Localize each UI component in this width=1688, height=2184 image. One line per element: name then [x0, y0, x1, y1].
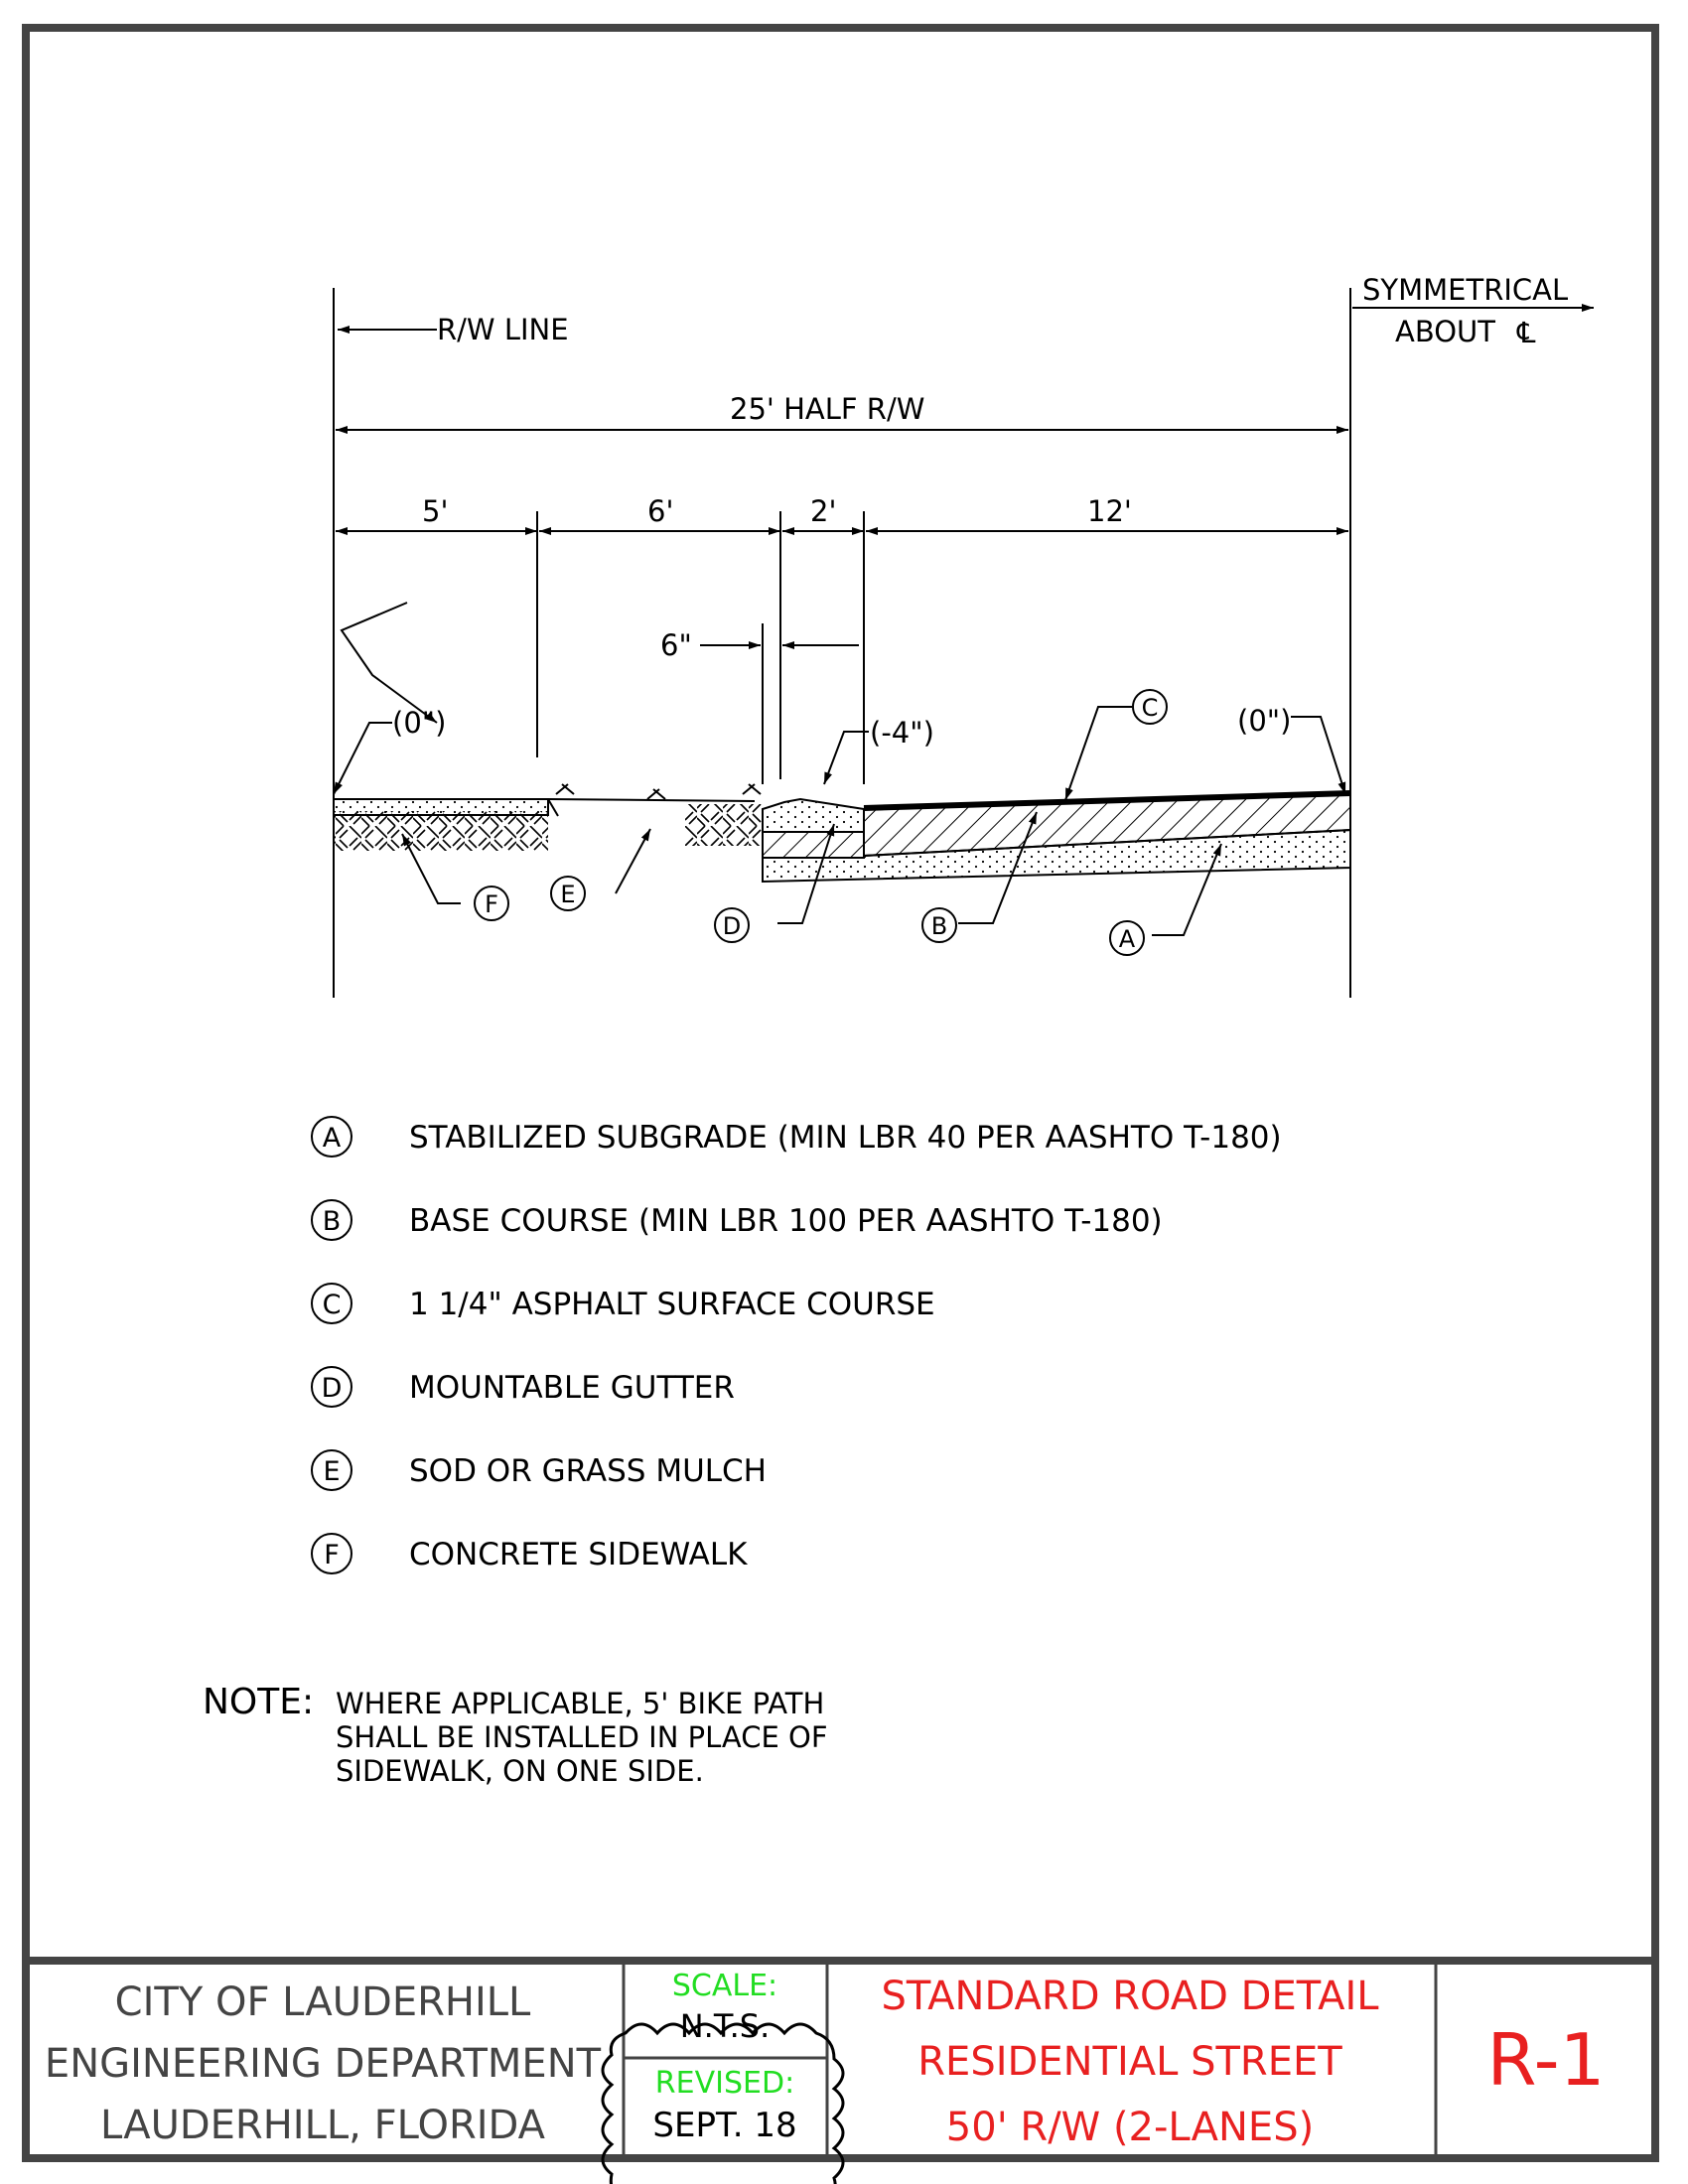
- title-line-3: 50' R/W (2-LANES): [946, 2105, 1314, 2150]
- svg-text:BASE COURSE (MIN LBR 100 PER A: BASE COURSE (MIN LBR 100 PER AASHTO T-18…: [409, 1203, 1163, 1239]
- legend-item-c: C 1 1/4" ASPHALT SURFACE COURSE: [311, 1283, 935, 1324]
- svg-text:D: D: [723, 912, 741, 940]
- note-line-3: SIDEWALK, ON ONE SIDE.: [336, 1754, 704, 1788]
- svg-text:CONCRETE SIDEWALK: CONCRETE SIDEWALK: [409, 1537, 748, 1572]
- scale-label: SCALE:: [672, 1969, 777, 2003]
- svg-text:A: A: [323, 1123, 342, 1154]
- svg-text:STABILIZED SUBGRADE (MIN LBR 4: STABILIZED SUBGRADE (MIN LBR 40 PER AASH…: [409, 1120, 1282, 1156]
- centerline-symbol: ℄: [1516, 316, 1536, 349]
- callout-d: D: [714, 907, 750, 943]
- legend-item-f: F CONCRETE SIDEWALK: [311, 1533, 748, 1574]
- svg-text:F: F: [324, 1540, 340, 1570]
- svg-text:A: A: [1119, 925, 1136, 953]
- elev-left-label: (0"): [392, 706, 446, 740]
- dim-6ft: 6': [647, 494, 673, 528]
- dim-5ft: 5': [422, 494, 448, 528]
- sheet-border: [22, 24, 1659, 2162]
- org-line-3: LAUDERHILL, FLORIDA: [100, 2103, 546, 2148]
- svg-text:C: C: [323, 1290, 342, 1320]
- symmetrical-label: SYMMETRICAL: [1362, 273, 1568, 307]
- title-block: CITY OF LAUDERHILL ENGINEERING DEPARTMEN…: [26, 1957, 1655, 2184]
- org-line-1: CITY OF LAUDERHILL: [115, 1979, 531, 2025]
- callout-b: B: [921, 907, 957, 943]
- rw-line-label: R/W LINE: [437, 313, 569, 346]
- svg-text:B: B: [323, 1206, 342, 1237]
- svg-text:1 1/4" ASPHALT SURFACE COURSE: 1 1/4" ASPHALT SURFACE COURSE: [409, 1287, 935, 1322]
- callout-a: A: [1109, 920, 1145, 956]
- note-line-1: WHERE APPLICABLE, 5' BIKE PATH: [336, 1687, 824, 1720]
- elev-gutter-label: (-4"): [870, 716, 934, 750]
- svg-text:D: D: [322, 1373, 343, 1404]
- sheet-number: R-1: [1487, 2018, 1606, 2102]
- callout-c: C: [1132, 689, 1168, 725]
- legend: A STABILIZED SUBGRADE (MIN LBR 40 PER AA…: [311, 1116, 1282, 1574]
- elev-right-label: (0"): [1237, 704, 1291, 738]
- callout-f: F: [474, 886, 509, 921]
- dim-6in: 6": [660, 628, 692, 662]
- legend-item-e: E SOD OR GRASS MULCH: [311, 1449, 767, 1491]
- road-cross-section: [333, 783, 1351, 884]
- note-label: NOTE:: [203, 1682, 314, 1722]
- svg-text:F: F: [485, 890, 498, 918]
- legend-item-d: D MOUNTABLE GUTTER: [311, 1366, 735, 1408]
- callout-e: E: [550, 876, 586, 911]
- revision-cloud: [601, 2022, 845, 2184]
- callout-leaders: [333, 602, 1346, 936]
- about-label: ABOUT: [1395, 315, 1495, 348]
- dimension-lines: R/W LINE SYMMETRICAL ABOUT ℄ 25' HALF R/…: [333, 273, 1594, 998]
- revised-value: SEPT. 18: [652, 2106, 796, 2145]
- scale-value: N.T.S.: [680, 2007, 771, 2045]
- svg-text:E: E: [323, 1456, 340, 1487]
- dim-2ft: 2': [810, 494, 836, 528]
- note-line-2: SHALL BE INSTALLED IN PLACE OF: [336, 1720, 828, 1754]
- org-line-2: ENGINEERING DEPARTMENT: [45, 2041, 602, 2087]
- revised-label: REVISED:: [655, 2066, 794, 2101]
- title-line-2: RESIDENTIAL STREET: [917, 2039, 1342, 2085]
- svg-text:C: C: [1142, 694, 1159, 722]
- dim-12ft: 12': [1087, 494, 1132, 528]
- svg-text:SOD OR GRASS MULCH: SOD OR GRASS MULCH: [409, 1453, 767, 1489]
- svg-text:MOUNTABLE GUTTER: MOUNTABLE GUTTER: [409, 1370, 735, 1406]
- svg-text:B: B: [931, 912, 947, 940]
- legend-item-a: A STABILIZED SUBGRADE (MIN LBR 40 PER AA…: [311, 1116, 1282, 1158]
- half-rw-label: 25' HALF R/W: [730, 392, 924, 426]
- title-line-1: STANDARD ROAD DETAIL: [881, 1974, 1379, 2019]
- svg-text:E: E: [560, 881, 575, 908]
- note: NOTE: WHERE APPLICABLE, 5' BIKE PATH SHA…: [203, 1682, 828, 1788]
- legend-item-b: B BASE COURSE (MIN LBR 100 PER AASHTO T-…: [311, 1199, 1163, 1241]
